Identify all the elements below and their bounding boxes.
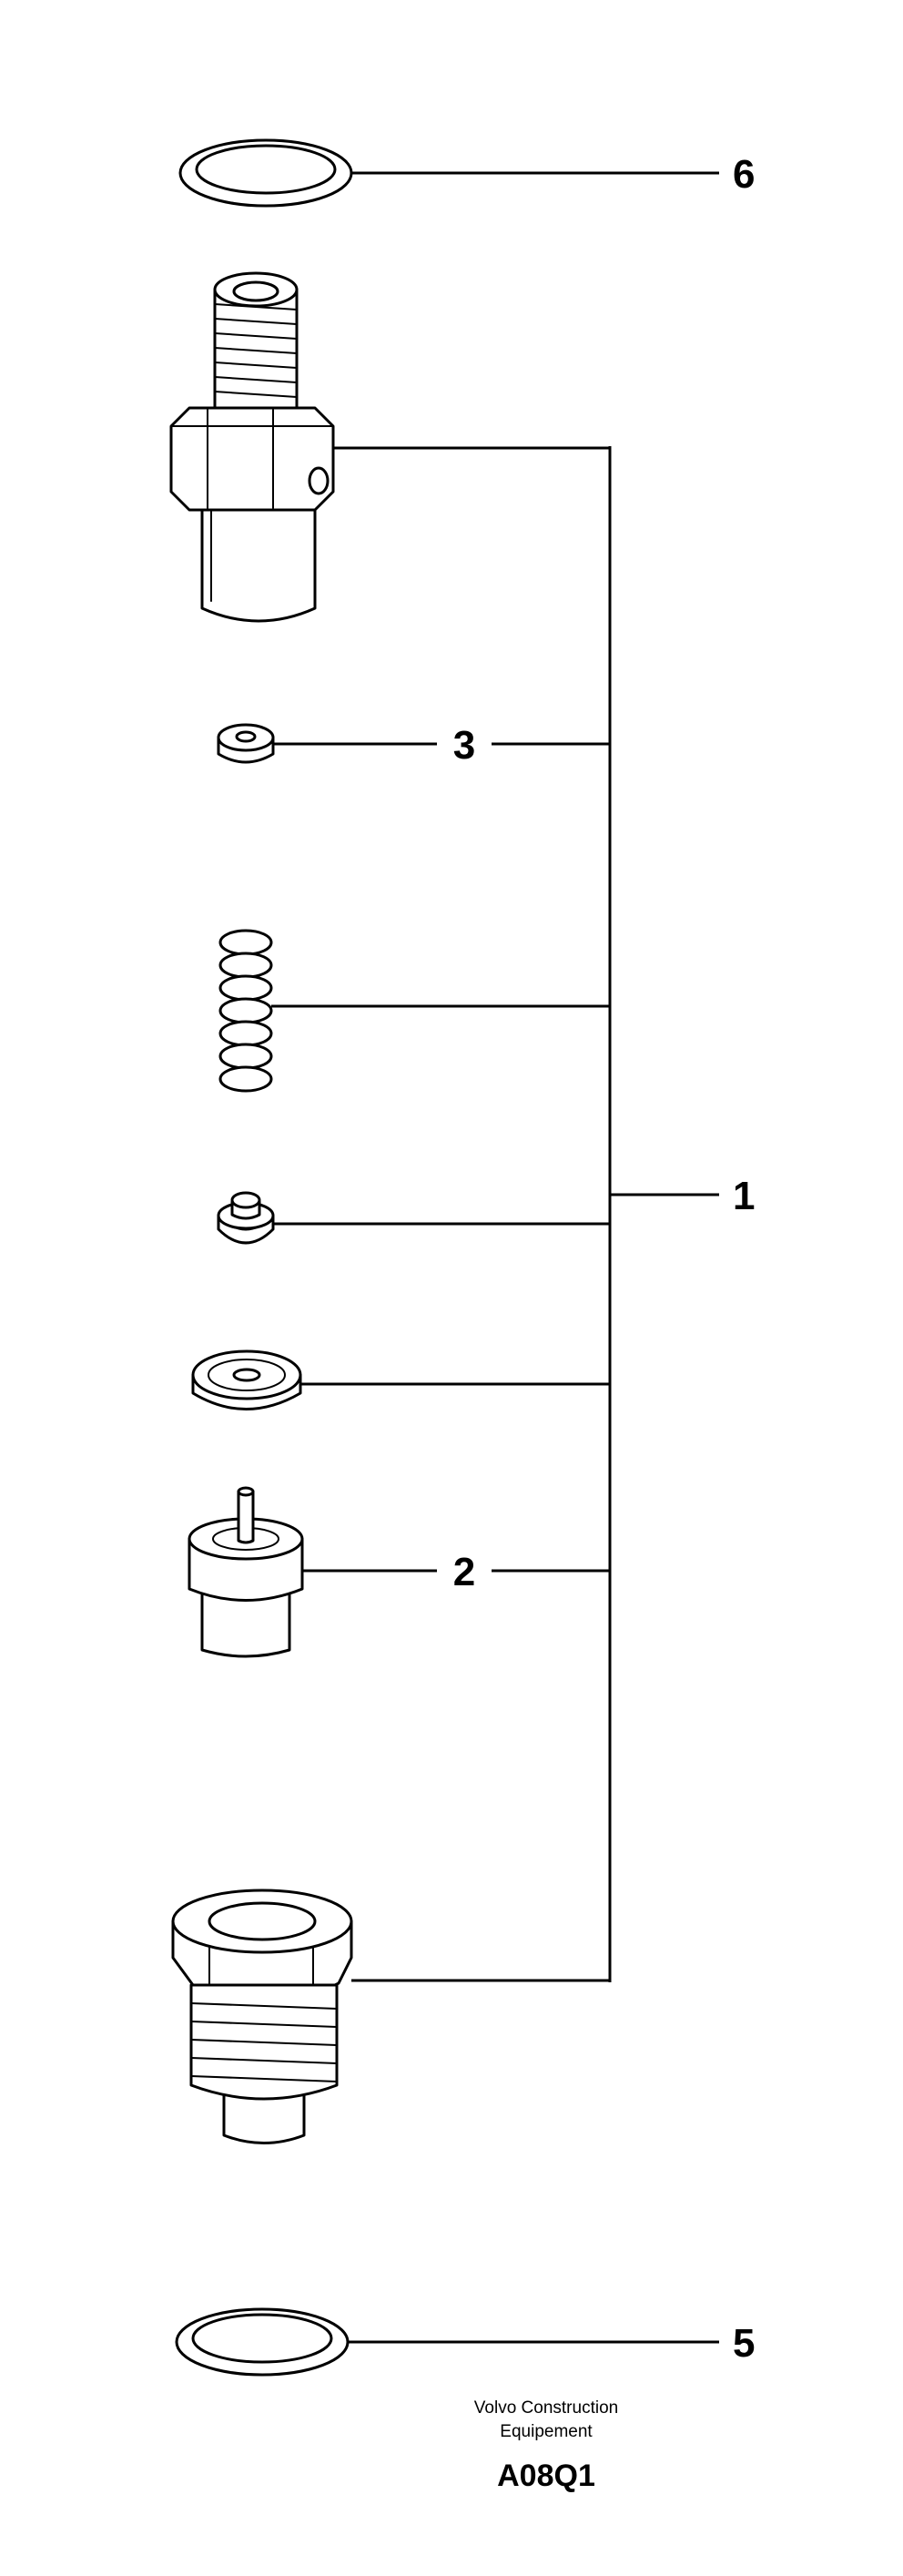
credit-line-1: Volvo Construction: [474, 2398, 618, 2418]
shim-washer: [217, 723, 275, 764]
callout-6: 6: [733, 152, 755, 197]
nozzle-holder-body: [169, 271, 335, 623]
compression-spring: [218, 929, 273, 1093]
callout-1: 1: [733, 1174, 755, 1218]
push-pin: [217, 1191, 275, 1245]
callout-2: 2: [453, 1550, 475, 1594]
sealing-ring-top: [178, 138, 353, 208]
credit-line-2: Equipement: [500, 2422, 593, 2441]
figure-code: A08Q1: [497, 2459, 595, 2493]
callout-5: 5: [733, 2321, 755, 2366]
callout-3: 3: [453, 723, 475, 768]
injection-nozzle: [188, 1486, 304, 1658]
sealing-ring-bottom: [175, 2307, 350, 2377]
nozzle-nut: [171, 1889, 353, 2144]
intermediate-disc: [191, 1349, 302, 1410]
